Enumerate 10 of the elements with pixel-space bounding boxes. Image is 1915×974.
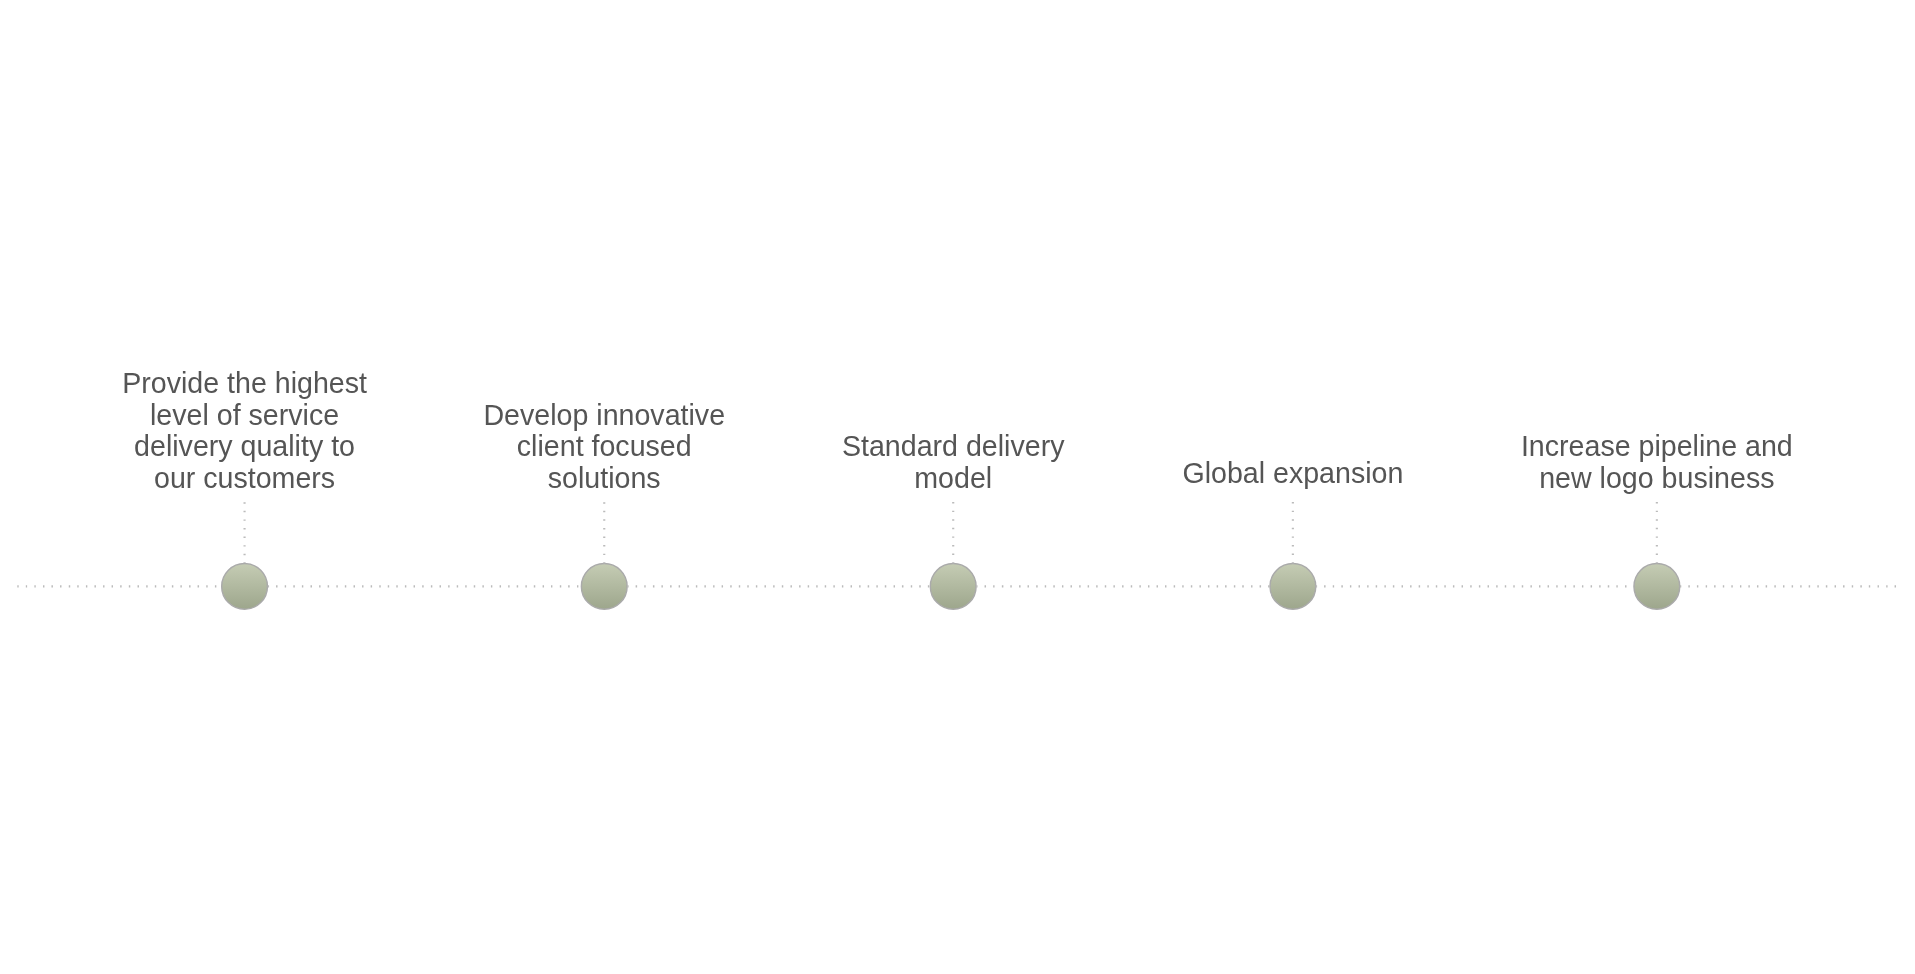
node-text: Standard delivery model: [841, 430, 1065, 494]
node-circle: [929, 562, 977, 610]
node-circle: [580, 562, 628, 610]
node-circle: [220, 562, 269, 610]
node-text: Global expansion: [1182, 457, 1404, 490]
node-text: Develop innovative client focused solutions: [483, 398, 726, 494]
node-text: Increase pipeline and new logo business: [1520, 430, 1793, 494]
node-circle: [1633, 562, 1681, 610]
node-text: Provide the highest level of service delivery quality to our customers: [122, 367, 367, 494]
node-circle: [1269, 562, 1317, 610]
